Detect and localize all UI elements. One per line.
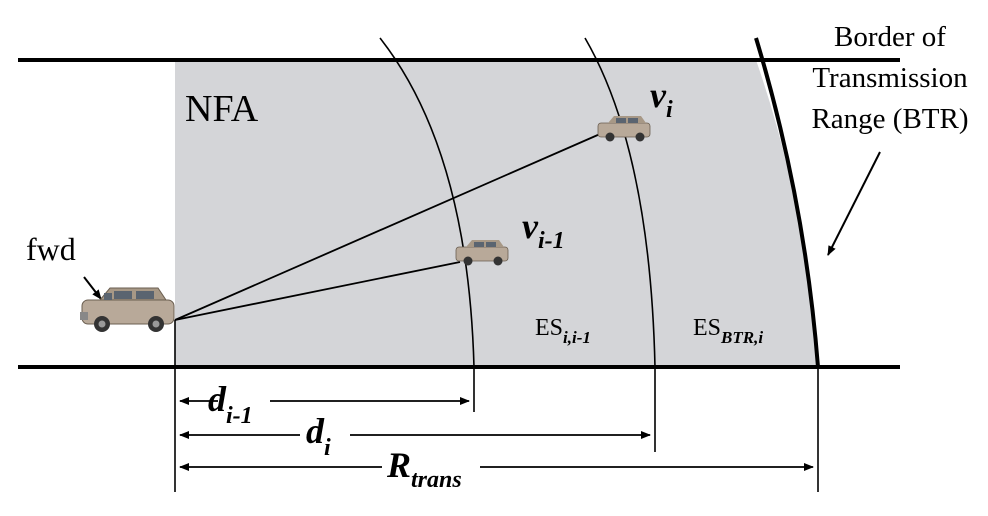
nfa-label: NFA (185, 88, 259, 130)
btr-label-line2: Transmission (812, 62, 968, 94)
link-fwd-to-vi (174, 133, 601, 321)
es-i-label: ESi,i-1 (535, 315, 591, 347)
btr-label-line3: Range (BTR) (811, 103, 968, 135)
fwd-label: fwd (26, 231, 76, 267)
vi-label: vi (650, 75, 673, 123)
car-icon (597, 116, 651, 142)
vi-minus-1-label: vi-1 (522, 206, 565, 254)
btr-label-line1: Border of (834, 21, 946, 53)
link-fwd-to-vi-1 (174, 261, 461, 321)
r-trans-label: Rtrans (386, 445, 462, 493)
d-i-minus-1-label: di-1 (208, 379, 253, 429)
nfa-region (175, 60, 818, 367)
fwd-pointer-arrow (83, 276, 102, 300)
arc-btr (754, 37, 820, 368)
btr-pointer-arrow (827, 151, 881, 256)
car-icon (455, 240, 509, 266)
arc-d-i-minus-1 (379, 37, 475, 412)
d-i-label: di (306, 411, 331, 461)
arc-d-i (584, 37, 656, 452)
car-icon (80, 287, 175, 332)
es-btr-label: ESBTR,i (693, 315, 763, 347)
